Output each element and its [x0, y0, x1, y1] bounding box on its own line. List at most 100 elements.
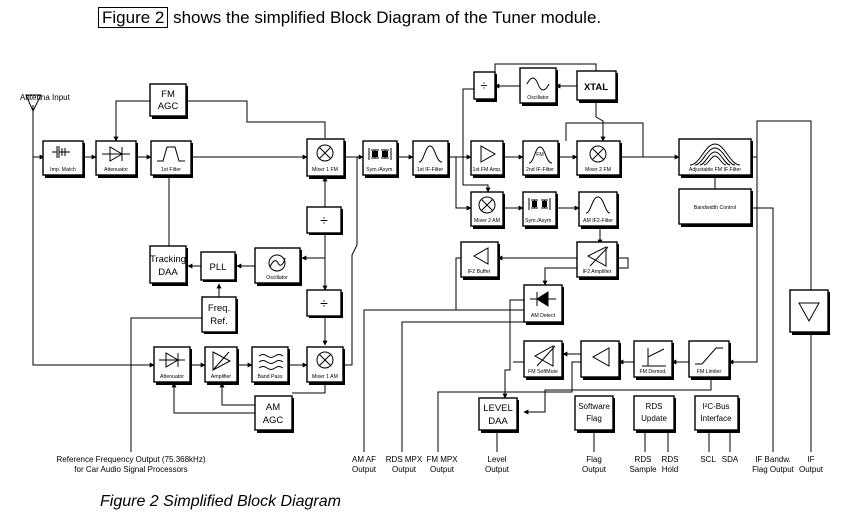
- am-detect-label: AM Detect: [531, 313, 556, 319]
- i2c-interface-block: I²C-Bus Interface: [694, 395, 740, 433]
- attenuator-fm-label: Attenuator: [104, 167, 128, 173]
- am-agc-block: AM AGC: [254, 395, 294, 433]
- antenna-input-label: Antenna Input: [20, 93, 71, 102]
- second-if-filter-label: 2nd IF-Filter: [526, 167, 554, 173]
- mixer2-am-block: Mixer 2 AM: [470, 191, 505, 229]
- xtal-block: XTAL: [576, 70, 618, 103]
- fm-agc-label-2: AGC: [158, 101, 179, 112]
- software-flag-label-1: Software: [578, 402, 610, 411]
- level-daa-label-1: LEVEL: [483, 403, 513, 414]
- attenuator-fm-block: Attenuator: [95, 140, 138, 178]
- i2c-interface-label-2: Interface: [700, 414, 732, 423]
- connections: [25, 63, 812, 452]
- tracking-daa-label-2: DAA: [158, 267, 178, 278]
- sym-asym2-block: Sym./Asym.: [522, 191, 558, 229]
- fm-mpx-output-label-1: FM MPX: [426, 455, 458, 464]
- intro-text: shows the simplified Block Diagram of th…: [168, 8, 602, 27]
- freq-ref-block: Freq. Ref.: [201, 296, 238, 334]
- level-daa-label-2: DAA: [488, 416, 508, 427]
- mixer2-fm-block: Mixer 2 FM: [576, 140, 622, 178]
- level-output-label-1: Level: [487, 455, 506, 464]
- imp-match-block: Imp. Match: [42, 140, 85, 178]
- mixer1-am-block: Mixer 1 AM: [306, 346, 345, 385]
- second-if-filter-block: FM 2nd IF-Filter: [522, 140, 560, 178]
- if-output-buffer-block: [789, 289, 830, 335]
- divider-osc-symbol: ÷: [480, 78, 487, 93]
- mixer1-fm-block: Mixer 1 FM: [306, 138, 346, 179]
- sym-asym1-label: Sym./Asym.: [366, 167, 394, 173]
- divider-top-block: ÷: [306, 206, 343, 235]
- fm-limiter-label: FM Limiter: [697, 369, 722, 375]
- band-pass-label: Band Pass: [257, 374, 282, 380]
- software-flag-label-2: Flag: [586, 414, 602, 423]
- sda-label: SDA: [722, 455, 739, 464]
- fm-softmute-block: FM SoftMute: [523, 340, 564, 380]
- rds-update-label-1: RDS: [646, 402, 663, 411]
- if-bandw-flag-output-label-1: IF Bandw.: [755, 455, 791, 464]
- flag-output-label-2: Output: [582, 465, 607, 474]
- level-output-label-2: Output: [485, 465, 510, 474]
- am-if2-filter-block: AM IF2-Filter: [578, 191, 619, 229]
- amplifier-am-label: Amplifier: [211, 374, 231, 380]
- mixer2-fm-label: Mixer 2 FM: [585, 167, 611, 173]
- fm-amp-label: 1st FM Amp.: [472, 167, 501, 173]
- amplifier-am-block: Amplifier: [204, 346, 239, 385]
- am-af-output-label-2: Output: [352, 465, 377, 474]
- divider-mid-block: ÷: [306, 289, 343, 318]
- freq-ref-label-1: Freq.: [208, 303, 230, 314]
- first-filter-block: 1st Filter: [150, 140, 193, 178]
- imp-match-label: Imp. Match: [50, 167, 76, 173]
- oscillator1-block: Oscillator: [254, 247, 302, 286]
- if2-buffer-block: IF2 Buffer: [460, 241, 500, 280]
- band-pass-block: Band Pass: [251, 346, 290, 385]
- rds-mpx-output-label-1: RDS MPX: [386, 455, 423, 464]
- i2c-interface-label-1: I²C-Bus: [702, 402, 729, 411]
- fm-softmute-label: FM SoftMute: [528, 369, 558, 375]
- ref-freq-output-label-2: for Car Audio Signal Processors: [74, 465, 187, 474]
- tracking-daa-block: Tracking DAA: [149, 245, 188, 286]
- rds-mpx-output-label-2: Output: [392, 465, 417, 474]
- software-flag-block: Software Flag: [574, 395, 615, 433]
- rds-update-block: RDS Update: [633, 395, 676, 433]
- bandwidth-control-block: Bandwidth Control: [678, 188, 753, 227]
- rds-hold-label-1: RDS: [662, 455, 679, 464]
- if-output-label-2: Output: [799, 465, 824, 474]
- freq-ref-label-2: Ref.: [210, 316, 227, 327]
- block-diagram: Imp. Match Attenuator 1st Filter FM AGC …: [20, 63, 830, 474]
- rds-sample-label-1: RDS: [635, 455, 652, 464]
- flag-output-label-1: Flag: [586, 455, 602, 464]
- am-af-output-label-1: AM AF: [352, 455, 376, 464]
- first-filter-label: 1st Filter: [161, 167, 181, 173]
- adj-fm-if-filter-label: Adjustable FM IF Filter: [689, 167, 741, 173]
- if2-buffer-label: IF2 Buffer: [468, 269, 491, 275]
- pll-label: PLL: [210, 262, 227, 273]
- am-if2-filter-label: AM IF2-Filter: [583, 218, 613, 224]
- rds-update-label-2: Update: [641, 414, 667, 423]
- adj-fm-if-filter-block: Adjustable FM IF Filter: [678, 138, 753, 178]
- oscillator2-label: Oscillator: [527, 95, 549, 101]
- level-daa-block: LEVEL DAA: [478, 397, 519, 433]
- intro-sentence: Figure 2 shows the simplified Block Diag…: [98, 7, 602, 28]
- buffer-block: [580, 340, 621, 380]
- scl-label: SCL: [700, 455, 716, 464]
- if2-amplifier-label: IF2 Amplifier: [583, 269, 612, 275]
- figure-link[interactable]: Figure 2: [98, 7, 169, 28]
- if-output-label-1: IF: [807, 455, 814, 464]
- mixer1-am-label: Mixer 1 AM: [312, 374, 338, 380]
- fm-limiter-block: FM Limiter: [688, 340, 731, 380]
- figure-caption: Figure 2 Simplified Block Diagram: [100, 493, 341, 510]
- second-if-fm-label: FM: [536, 152, 544, 158]
- bandwidth-control-label: Bandwidth Control: [694, 205, 736, 211]
- sym-asym2-label: Sym./Asym.: [525, 218, 553, 224]
- fm-amp-block: 1st FM Amp.: [470, 140, 505, 178]
- oscillator1-label: Oscillator: [266, 275, 288, 281]
- fm-demod-block: FM Demod.: [633, 340, 674, 380]
- oscillator2-block: Oscillator: [519, 67, 558, 106]
- am-detect-block: AM Detect: [523, 284, 564, 325]
- attenuator-am-label: Attenuator: [160, 374, 184, 380]
- first-if-filter-block: 1st IF-Filter: [412, 140, 450, 178]
- if2-amplifier-block: IF2 Amplifier: [576, 241, 619, 280]
- rds-sample-label-2: Sample: [629, 465, 657, 474]
- rds-hold-label-2: Hold: [662, 465, 678, 474]
- tracking-daa-label-1: Tracking: [150, 254, 186, 265]
